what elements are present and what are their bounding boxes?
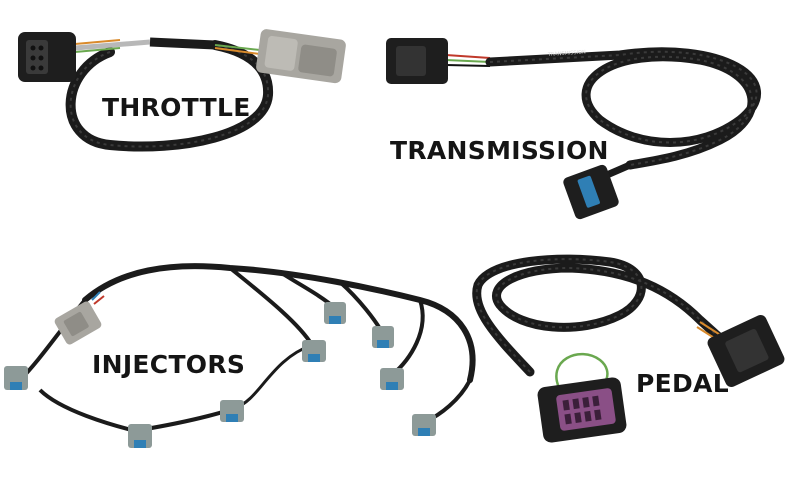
injector-plug-8 [412, 414, 436, 436]
pedal-label: PEDAL [636, 369, 729, 398]
pedal-purple-connector [537, 377, 627, 443]
injector-plug-7 [380, 368, 404, 390]
injectors-harness [4, 263, 476, 448]
injector-plug-5 [324, 302, 346, 324]
throttle-label: THROTTLE [102, 93, 251, 122]
transmission-bottom-connector [563, 164, 619, 220]
injectors-main-trunk [82, 263, 476, 383]
injector-plug-4 [302, 340, 326, 362]
transmission-top-connector [386, 38, 448, 84]
transmission-harness: TRANSMISSION [386, 38, 761, 220]
injector-plug-1 [4, 366, 28, 390]
injectors-main-connector [54, 291, 105, 345]
pedal-black-connector [707, 314, 785, 388]
throttle-harness [18, 29, 346, 152]
transmission-sleeve-print: TRANSMISSION [547, 49, 587, 58]
throttle-black-connector [18, 32, 76, 82]
transmission-label: TRANSMISSION [390, 136, 609, 165]
injectors-label: INJECTORS [92, 350, 246, 379]
injector-plug-2 [128, 424, 152, 448]
pedal-harness [472, 254, 785, 443]
throttle-grey-connector [256, 29, 346, 84]
injector-plug-3 [220, 400, 244, 422]
injector-plug-6 [372, 326, 394, 348]
